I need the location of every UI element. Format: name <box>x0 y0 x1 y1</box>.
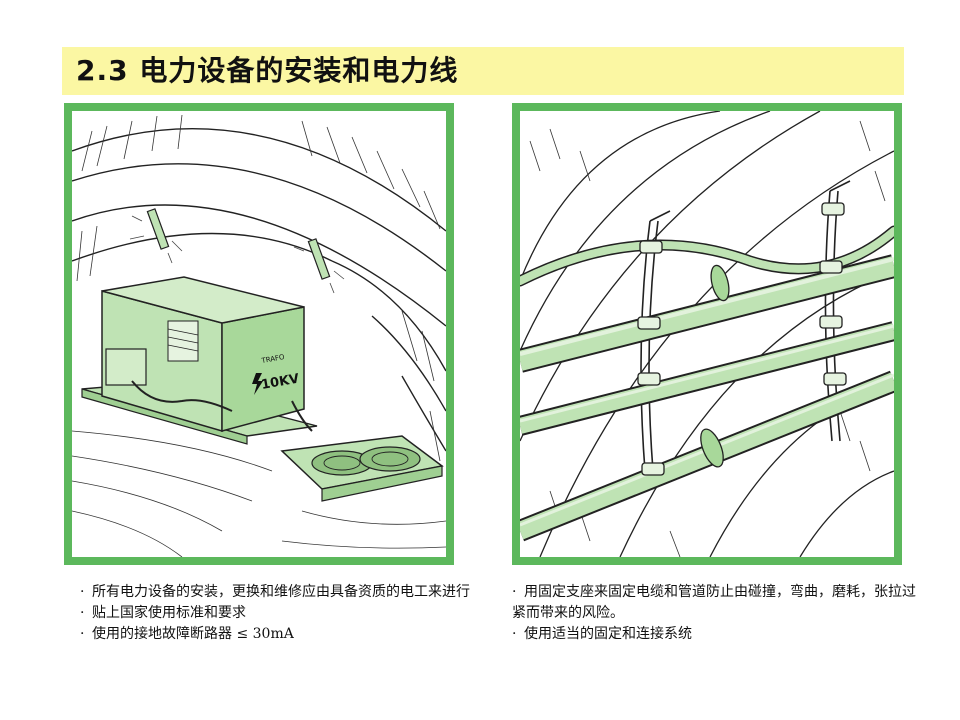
right-notes: ·用固定支座来固定电缆和管道防止由碰撞，弯曲，磨耗，张拉过紧而带来的风险。 ·使… <box>512 582 922 645</box>
page-title: 2.3 电力设备的安装和电力线 <box>76 54 459 87</box>
list-item: ·用固定支座来固定电缆和管道防止由碰撞，弯曲，磨耗，张拉过紧而带来的风险。 <box>512 584 916 621</box>
list-item: ·使用的接地故障断路器 ≤ 30mA <box>80 626 294 642</box>
tunnel-cable-mounting-illustration <box>520 111 894 557</box>
note-text: 用固定支座来固定电缆和管道防止由碰撞，弯曲，磨耗，张拉过紧而带来的风险。 <box>512 584 916 621</box>
list-item: ·使用适当的固定和连接系统 <box>512 626 692 642</box>
lamp-icon <box>129 208 345 294</box>
note-text: 贴上国家使用标准和要求 <box>92 605 246 621</box>
tunnel-power-equipment-illustration: TRAFO 10KV <box>72 111 446 557</box>
transformer-label: 10KV <box>260 372 300 393</box>
cable-pipes <box>520 225 894 542</box>
cable-drum-icon <box>280 435 444 502</box>
title-bar: 2.3 电力设备的安装和电力线 <box>62 47 904 95</box>
note-text: 使用的接地故障断路器 ≤ 30mA <box>92 626 294 642</box>
note-text: 所有电力设备的安装，更换和维修应由具备资质的电工来进行 <box>92 584 470 600</box>
left-illustration-frame: TRAFO 10KV <box>64 103 454 565</box>
right-illustration-frame <box>512 103 902 565</box>
list-item: ·贴上国家使用标准和要求 <box>80 605 246 621</box>
list-item: ·所有电力设备的安装，更换和维修应由具备资质的电工来进行 <box>80 584 470 600</box>
transformer-icon: TRAFO 10KV <box>81 276 318 445</box>
left-notes: ·所有电力设备的安装，更换和维修应由具备资质的电工来进行 ·贴上国家使用标准和要… <box>80 582 480 645</box>
note-text: 使用适当的固定和连接系统 <box>524 626 692 642</box>
